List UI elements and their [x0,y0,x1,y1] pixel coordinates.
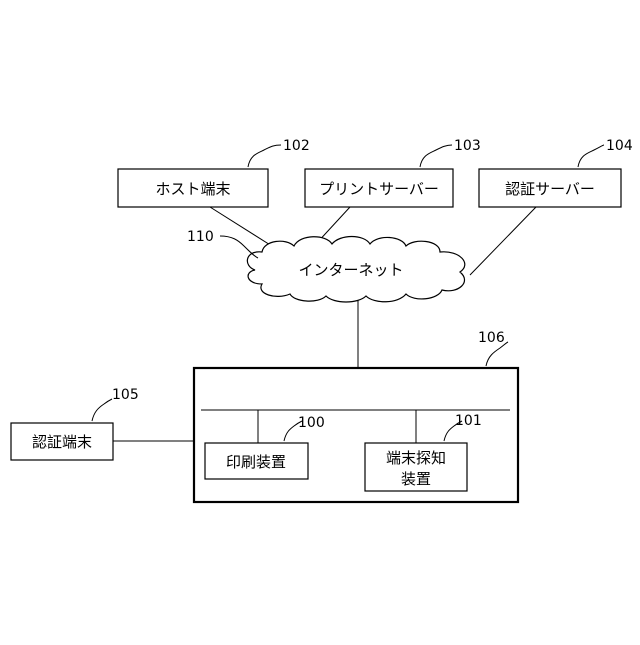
terminal-detection-label-line1: 端末探知 [386,449,446,467]
host-internet-link [210,207,275,248]
ref-110: 110 [187,229,214,245]
print-server-label: プリントサーバー [319,180,439,198]
system-enclosure [194,368,518,502]
ref-101: 101 [455,413,482,429]
leader-103 [420,145,452,167]
auth-terminal-node: 認証端末 [11,423,113,460]
print-server-node: プリントサーバー [305,169,453,207]
ref-105: 105 [112,387,139,403]
ref-104: 104 [606,138,633,154]
terminal-detection-label-line2: 装置 [401,470,431,488]
printing-device-label: 印刷装置 [226,453,286,471]
auth-terminal-label: 認証端末 [32,433,92,451]
ref-103: 103 [454,138,481,154]
authserver-internet-link [470,207,536,275]
host-terminal-label: ホスト端末 [155,180,230,198]
leader-105 [92,399,112,421]
auth-server-node: 認証サーバー [479,169,621,207]
ref-106: 106 [478,330,505,346]
internet-cloud: インターネット [247,237,464,303]
internet-label: インターネット [298,261,403,279]
auth-server-label: 認証サーバー [505,180,595,198]
host-terminal-node: ホスト端末 [118,169,268,207]
ref-102: 102 [283,138,310,154]
printing-device-node: 印刷装置 [205,443,308,479]
leader-104 [578,145,604,167]
ref-100: 100 [298,415,325,431]
leader-102 [248,145,281,167]
terminal-detection-node: 端末探知 装置 [365,443,467,491]
